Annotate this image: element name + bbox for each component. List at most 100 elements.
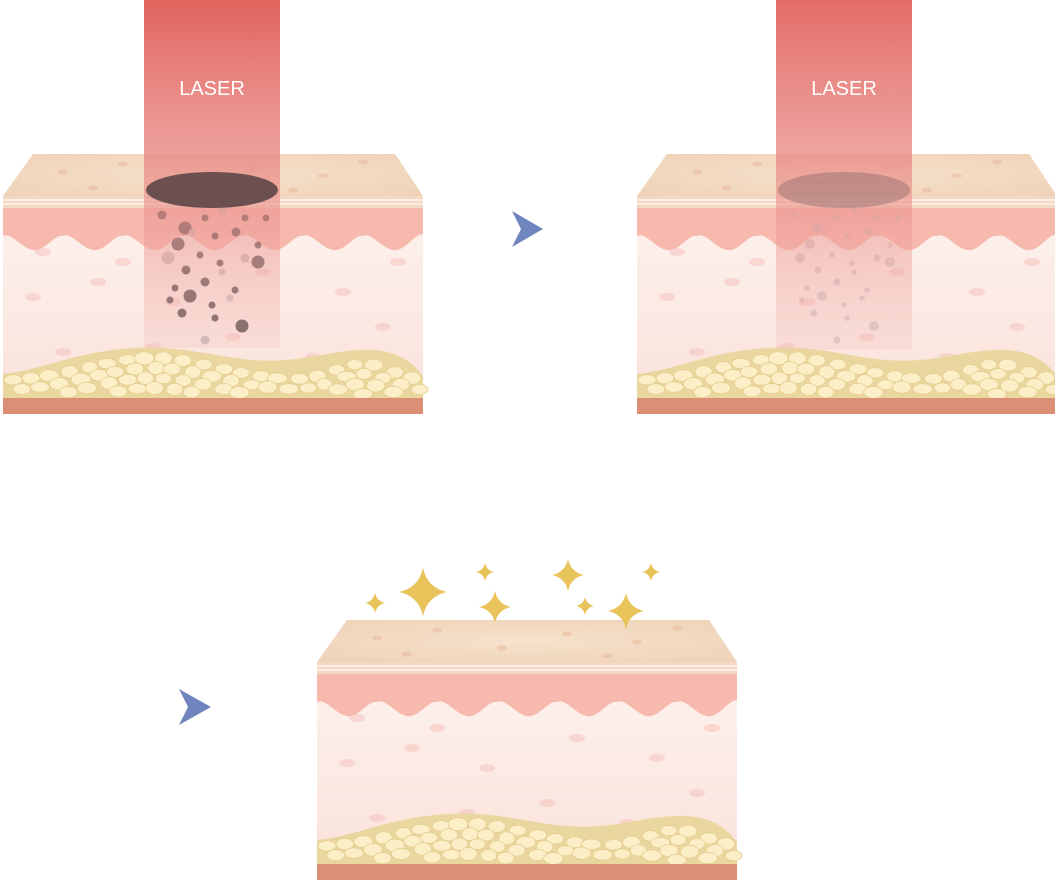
fat-cell xyxy=(290,373,309,385)
fat-cell xyxy=(184,365,202,380)
fat-cell xyxy=(799,382,818,396)
fat-cell xyxy=(214,363,234,375)
fat-cell xyxy=(980,359,998,371)
fat-cell xyxy=(796,362,816,376)
fat-cell xyxy=(326,849,346,861)
subcutis-base xyxy=(3,398,423,414)
four-point-star-icon xyxy=(476,563,494,581)
skin-pore xyxy=(922,187,932,193)
fat-cell xyxy=(182,385,201,399)
skin-pore xyxy=(752,161,762,167)
fat-cell xyxy=(422,851,442,864)
dermis-spot xyxy=(390,258,406,266)
fat-cell xyxy=(693,386,712,399)
fat-cell xyxy=(317,840,337,852)
fat-cell xyxy=(373,852,392,865)
fat-cell xyxy=(677,824,698,838)
skin-pore xyxy=(952,173,962,179)
fat-cell xyxy=(468,838,486,850)
fat-cell xyxy=(1000,378,1020,393)
fat-cell xyxy=(353,388,373,400)
skin-pore xyxy=(372,635,382,641)
fat-cell xyxy=(613,848,632,860)
fat-cell xyxy=(828,358,847,371)
dermis-spot xyxy=(404,744,420,752)
fat-cell xyxy=(174,374,192,387)
fat-cell xyxy=(145,381,164,395)
four-point-star-icon xyxy=(608,593,644,629)
skin-pore xyxy=(58,169,68,175)
fat-cell xyxy=(498,831,516,846)
dermis-spot xyxy=(689,789,705,797)
skin-pore xyxy=(562,631,572,637)
fat-cell xyxy=(173,354,192,367)
fat-cell xyxy=(193,378,212,391)
fat-cell xyxy=(327,383,349,396)
fat-cell xyxy=(528,829,548,841)
four-point-star-icon xyxy=(399,568,447,616)
laser-label: LASER xyxy=(179,78,245,100)
skin-pore xyxy=(318,173,328,179)
fat-cell xyxy=(997,358,1018,372)
fat-cell xyxy=(987,388,1007,400)
fat-cell xyxy=(383,385,404,398)
fat-cell xyxy=(229,386,250,399)
fat-cell xyxy=(125,362,145,376)
stratum-layer xyxy=(317,662,737,674)
fat-cell xyxy=(391,847,411,861)
fat-cell xyxy=(344,847,364,859)
fat-cell xyxy=(655,372,675,385)
dermis-spot xyxy=(375,323,391,331)
fat-cell xyxy=(912,383,933,395)
fat-cell xyxy=(571,846,592,860)
fat-cell xyxy=(1017,385,1038,398)
fat-cell xyxy=(106,365,125,378)
fat-cell xyxy=(1044,384,1055,395)
fat-cell xyxy=(496,851,515,865)
skin-layers xyxy=(317,620,743,880)
dermis-spot xyxy=(1009,323,1025,331)
laser-beam: LASER xyxy=(776,0,912,350)
dermis-spot xyxy=(429,724,445,732)
fat-cell xyxy=(680,844,700,859)
fat-cell xyxy=(410,384,429,395)
dermis-spot xyxy=(479,764,495,772)
fat-cell xyxy=(933,382,952,394)
fat-cell xyxy=(759,362,779,376)
sparkles xyxy=(365,559,660,629)
fat-cell xyxy=(127,383,148,395)
fat-cell xyxy=(807,354,826,367)
fat-cell xyxy=(232,367,251,379)
fat-cell xyxy=(194,358,213,371)
fat-cell xyxy=(731,357,751,370)
fat-cell xyxy=(891,380,912,394)
fat-cell xyxy=(420,831,439,844)
dermis-spot xyxy=(25,293,41,301)
fat-cell xyxy=(363,358,384,372)
fat-cell xyxy=(664,381,684,393)
dermis-spot xyxy=(339,759,355,767)
fat-cell xyxy=(346,359,364,371)
dermis-spot xyxy=(749,258,765,266)
skin-pore xyxy=(632,639,642,645)
subcutis-base xyxy=(317,864,737,880)
triangle-arrow-right-icon xyxy=(512,211,543,247)
fat-cell xyxy=(788,372,806,384)
skin-pore xyxy=(432,627,442,633)
fat-cell xyxy=(770,371,788,385)
skin-pore xyxy=(358,159,368,165)
fat-cell xyxy=(901,372,922,385)
dermis-spot xyxy=(569,734,585,742)
fat-cell xyxy=(761,383,782,395)
fat-cell xyxy=(961,383,983,396)
four-point-star-icon xyxy=(479,591,511,623)
fat-cell xyxy=(355,368,373,380)
fat-cell xyxy=(697,851,718,864)
fat-cell xyxy=(669,834,687,846)
fat-cell xyxy=(21,372,41,385)
laser-beam-body xyxy=(776,0,912,350)
fat-cell xyxy=(592,849,613,861)
fat-cell xyxy=(507,844,526,857)
epidermis-layer xyxy=(317,674,737,717)
